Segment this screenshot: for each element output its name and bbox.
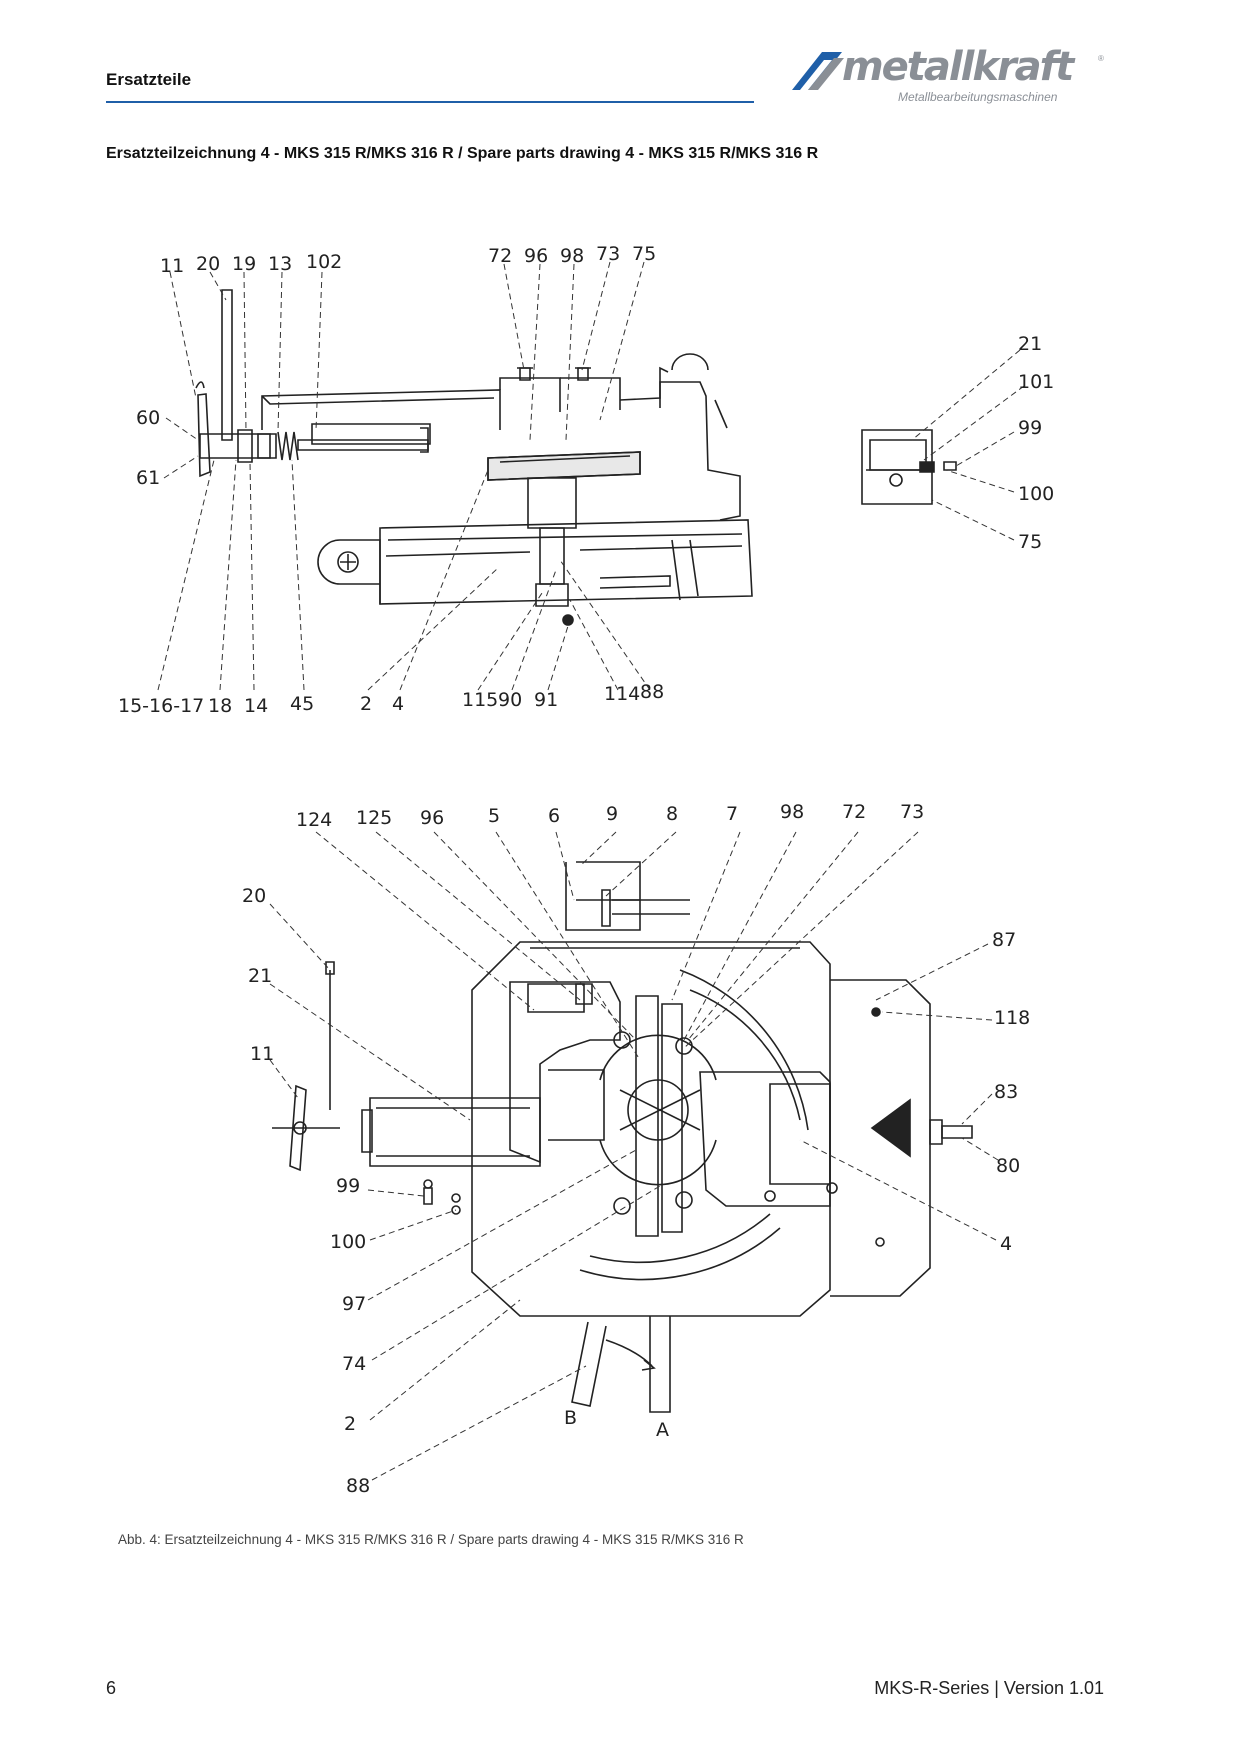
callout-side-90: 90 bbox=[498, 689, 522, 711]
callout-side-75-top: 75 bbox=[632, 243, 656, 265]
callout-side-11: 11 bbox=[160, 255, 184, 277]
callout-side-115: 115 bbox=[462, 689, 498, 711]
callout-top-98: 98 bbox=[780, 801, 804, 823]
callout-side-73: 73 bbox=[596, 243, 620, 265]
callout-side-88: 88 bbox=[640, 681, 664, 703]
callout-top-125: 125 bbox=[356, 807, 392, 829]
callout-side-18: 18 bbox=[208, 695, 232, 717]
callout-top-88: 88 bbox=[346, 1475, 370, 1497]
callout-side-20: 20 bbox=[196, 253, 220, 275]
callout-top-11: 11 bbox=[250, 1043, 274, 1065]
callout-top-74: 74 bbox=[342, 1353, 366, 1375]
callout-top-73: 73 bbox=[900, 801, 924, 823]
callout-side-19: 19 bbox=[232, 253, 256, 275]
page-number: 6 bbox=[106, 1678, 117, 1698]
callout-top-96: 96 bbox=[420, 807, 444, 829]
callout-side-45: 45 bbox=[290, 693, 314, 715]
callout-top-9: 9 bbox=[606, 803, 618, 825]
brand-logo: metallkraft ® Metallbearbeitungsmaschine… bbox=[786, 44, 1106, 106]
callout-top-20: 20 bbox=[242, 885, 266, 907]
callout-side-60: 60 bbox=[136, 407, 160, 429]
figure-caption: Abb. 4: Ersatzteilzeichnung 4 - MKS 315 … bbox=[118, 1532, 744, 1547]
callout-top-124: 124 bbox=[296, 809, 332, 831]
callout-top-99: 99 bbox=[336, 1175, 360, 1197]
callout-side-13: 13 bbox=[268, 253, 292, 275]
callout-top-97: 97 bbox=[342, 1293, 366, 1315]
logo-registered-mark: ® bbox=[1098, 54, 1104, 63]
callout-side-100: 100 bbox=[1018, 483, 1054, 505]
callout-side-2: 2 bbox=[360, 693, 372, 715]
callout-top-2: 2 bbox=[344, 1413, 356, 1435]
drawing-title: Ersatzteilzeichnung 4 - MKS 315 R/MKS 31… bbox=[106, 145, 819, 162]
callout-side-91: 91 bbox=[534, 689, 558, 711]
callout-top-6: 6 bbox=[548, 805, 560, 827]
logo-wordmark: metallkraft bbox=[842, 44, 1074, 90]
header-rule bbox=[106, 101, 754, 103]
callout-side-4: 4 bbox=[392, 693, 404, 715]
callout-side-99: 99 bbox=[1018, 417, 1042, 439]
footer-version: MKS-R-Series | Version 1.01 bbox=[874, 1678, 1104, 1698]
callout-side-14: 14 bbox=[244, 695, 268, 717]
section-title: Ersatzteile bbox=[106, 70, 192, 89]
callout-top-72: 72 bbox=[842, 801, 866, 823]
callout-top-87: 87 bbox=[992, 929, 1016, 951]
callout-side-98: 98 bbox=[560, 245, 584, 267]
callout-side-102: 102 bbox=[306, 251, 342, 273]
callout-side-21: 21 bbox=[1018, 333, 1042, 355]
callout-top-8: 8 bbox=[666, 803, 678, 825]
callout-side-61: 61 bbox=[136, 467, 160, 489]
logo-mark-icon bbox=[792, 52, 844, 90]
callout-side-15-16-17: 15-16-17 bbox=[118, 695, 204, 717]
callout-side-96: 96 bbox=[524, 245, 548, 267]
logo-subtitle: Metallbearbeitungsmaschinen bbox=[898, 90, 1058, 104]
side-view bbox=[196, 290, 956, 625]
top-view bbox=[272, 862, 972, 1412]
callout-side-75: 75 bbox=[1018, 531, 1042, 553]
callout-top-100: 100 bbox=[330, 1231, 366, 1253]
callout-top-4: 4 bbox=[1000, 1233, 1012, 1255]
callout-top-83: 83 bbox=[994, 1081, 1018, 1103]
callout-top-B: B bbox=[564, 1407, 577, 1429]
callout-top-5: 5 bbox=[488, 805, 500, 827]
callout-top-A: A bbox=[656, 1419, 669, 1441]
callout-top-80: 80 bbox=[996, 1155, 1020, 1177]
callout-top-7: 7 bbox=[726, 803, 738, 825]
callout-side-72: 72 bbox=[488, 245, 512, 267]
callout-top-21: 21 bbox=[248, 965, 272, 987]
callout-top-118: 118 bbox=[994, 1007, 1030, 1029]
callout-side-101: 101 bbox=[1018, 371, 1054, 393]
callout-side-114: 114 bbox=[604, 683, 640, 705]
